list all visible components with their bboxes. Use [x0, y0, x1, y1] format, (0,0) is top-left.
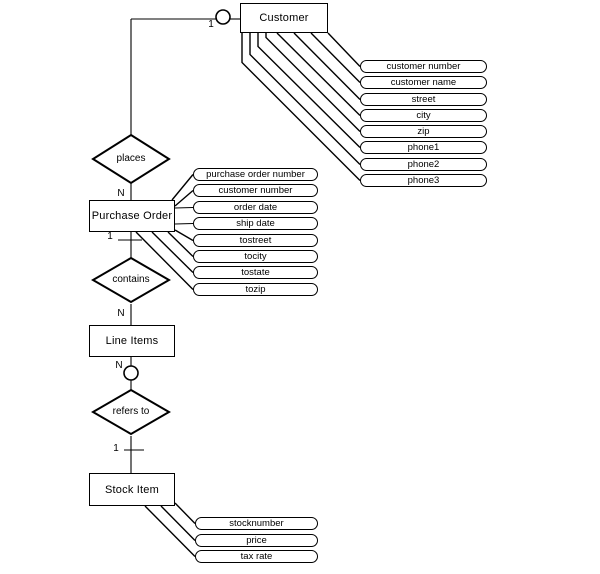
attribute-purchase-order-number[interactable]: purchase order number: [193, 168, 318, 181]
relationship-label: contains: [112, 274, 150, 285]
connector-line: [257, 33, 361, 148]
attribute-stocknumber[interactable]: stocknumber: [195, 517, 318, 530]
cardinality-places-purchase-order: N: [117, 188, 125, 199]
entity-stock-item[interactable]: Stock Item: [89, 473, 175, 506]
attribute-tax-rate[interactable]: tax rate: [195, 550, 318, 563]
attribute-phone1[interactable]: phone1: [360, 141, 487, 154]
connector-line: [135, 231, 194, 290]
attribute-customer-number[interactable]: customer number: [193, 184, 318, 197]
relationship-refers-to[interactable]: refers to: [91, 388, 171, 436]
connector-line: [310, 32, 361, 83]
cardinality-contains-line-items: N: [117, 308, 125, 319]
connector-line: [249, 33, 361, 165]
attribute-tostreet[interactable]: tostreet: [193, 234, 318, 247]
relationship-label: refers to: [112, 406, 150, 417]
attribute-tozip[interactable]: tozip: [193, 283, 318, 296]
connector-line: [276, 32, 361, 116]
connector-line: [174, 189, 194, 207]
connector-line: [327, 32, 361, 67]
entity-purchase-order[interactable]: Purchase Order: [89, 200, 175, 232]
connector-line: [174, 222, 194, 225]
attribute-tostate[interactable]: tostate: [193, 266, 318, 279]
diamond-shape-icon: [91, 133, 171, 185]
attribute-phone2[interactable]: phone2: [360, 158, 487, 171]
connector-line: [265, 33, 361, 132]
connector-line: [151, 231, 194, 273]
cardinality-customer-places: 1: [208, 19, 214, 30]
connector-line: [174, 206, 194, 209]
entity-line-items[interactable]: Line Items: [89, 325, 175, 357]
connector-line: [167, 231, 194, 257]
attribute-price[interactable]: price: [195, 534, 318, 547]
attribute-street[interactable]: street: [360, 93, 487, 106]
connector-line: [144, 505, 196, 557]
attribute-order-date[interactable]: order date: [193, 201, 318, 214]
connector-line: [174, 229, 194, 242]
cardinality-purchase-order-contains: 1: [107, 231, 113, 242]
entity-customer[interactable]: Customer: [240, 3, 328, 33]
relationship-places[interactable]: places: [91, 133, 171, 185]
connector-line: [174, 502, 196, 524]
cardinality-line-items-refers-to: N: [115, 360, 123, 371]
connector-line: [171, 174, 194, 201]
connector-line: [241, 33, 361, 181]
diamond-shape-icon: [91, 388, 171, 436]
attribute-tocity[interactable]: tocity: [193, 250, 318, 263]
relationship-circle-icon: [123, 365, 139, 381]
relationship-contains[interactable]: contains: [91, 256, 171, 304]
cardinality-refers-to-stock-item: 1: [113, 443, 119, 454]
attribute-ship-date[interactable]: ship date: [193, 217, 318, 230]
attribute-customer-number[interactable]: customer number: [360, 60, 487, 73]
attribute-zip[interactable]: zip: [360, 125, 487, 138]
attribute-city[interactable]: city: [360, 109, 487, 122]
relationship-circle-icon: [215, 9, 231, 25]
attribute-customer-name[interactable]: customer name: [360, 76, 487, 89]
attribute-phone3[interactable]: phone3: [360, 174, 487, 187]
diamond-shape-icon: [91, 256, 171, 304]
connector-line: [160, 505, 196, 541]
connector-line: [293, 32, 361, 100]
relationship-label: places: [116, 153, 146, 164]
